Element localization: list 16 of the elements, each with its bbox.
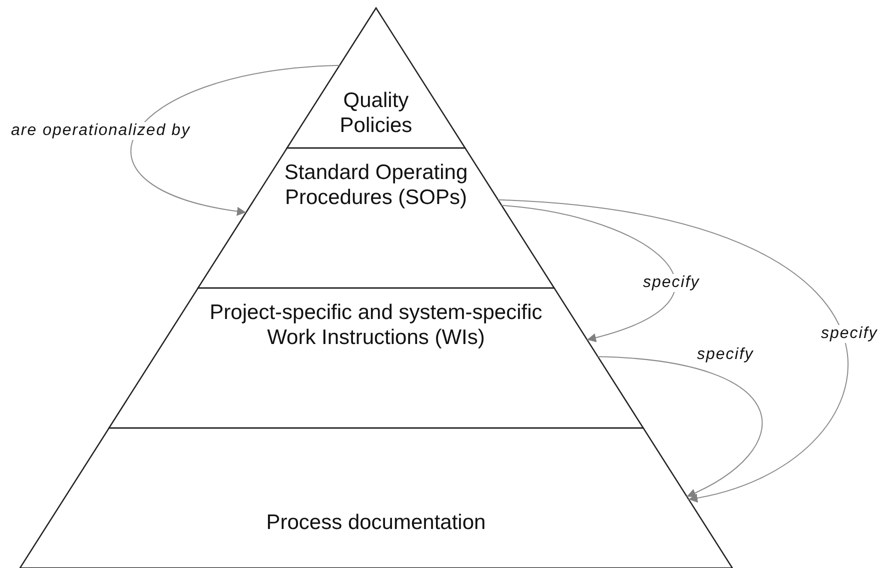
pyramid-tier <box>286 8 466 148</box>
edge-label: are operationalized by <box>10 122 192 140</box>
pyramid-tier <box>108 288 644 428</box>
curved-arrow <box>130 64 340 216</box>
curved-arrow <box>597 356 763 498</box>
tier-title: Quality Policies <box>338 88 414 138</box>
tier-label: Project-specific and system-specific Work Instructions (WIs) <box>208 300 544 350</box>
edge-label: specify <box>820 325 879 343</box>
tier-label: Process documentation <box>265 510 487 535</box>
pyramid-tier <box>198 148 554 288</box>
edge-label: specify <box>696 346 755 364</box>
tier-label: Standard Operating Procedures (SOPs) <box>283 160 469 210</box>
edge-label: specify <box>642 274 701 292</box>
pyramid-tier <box>20 428 732 568</box>
curved-arrow <box>501 204 676 342</box>
curved-arrow <box>497 199 848 502</box>
